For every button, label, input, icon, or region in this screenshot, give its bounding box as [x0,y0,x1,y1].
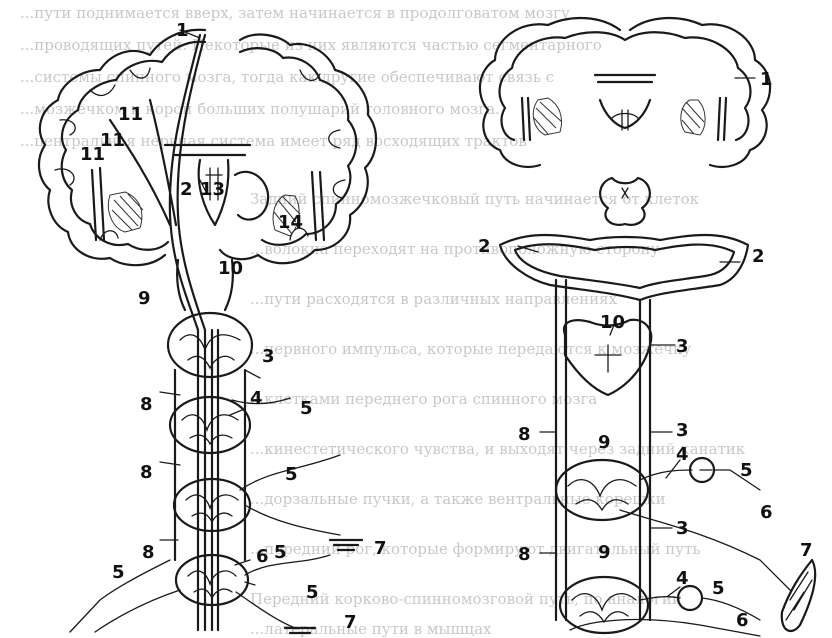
label-6: 6 [256,546,269,567]
left-muscle-7a [330,540,362,550]
right-figure: 1 2 2 10 3 8 9 3 4 5 6 3 8 9 4 5 7 6 [478,18,815,636]
right-muscle [782,560,815,631]
label-7: 7 [800,540,813,561]
label-8: 8 [140,394,153,415]
right-leader-lines [518,78,755,596]
label-3: 3 [676,336,689,357]
label-5: 5 [740,460,753,481]
right-midbrain [600,178,650,225]
label-5: 5 [712,578,725,599]
label-4: 4 [676,444,689,465]
label-9: 9 [138,288,151,309]
label-6: 6 [760,502,773,523]
label-9: 9 [598,432,611,453]
label-2: 2 [752,246,765,267]
label-13: 13 [200,179,225,200]
label-6: 6 [736,610,749,631]
label-2: 2 [478,236,491,257]
label-5: 5 [300,398,313,419]
label-1: 1 [176,20,189,41]
label-3: 3 [676,420,689,441]
left-capsule-left [92,168,104,240]
right-ganglion-lower [678,586,702,610]
label-10: 10 [218,258,243,279]
right-basal-nuclei-right [681,100,705,135]
label-3: 3 [676,518,689,539]
label-5: 5 [112,562,125,583]
label-2: 2 [180,179,193,200]
label-4: 4 [676,568,689,589]
label-7: 7 [344,612,357,633]
right-brain-inner [595,75,655,128]
right-medulla-detail [595,345,621,372]
right-basal-nuclei-left [533,98,562,135]
label-11: 11 [80,144,105,165]
label-11: 11 [118,104,143,125]
label-5: 5 [285,464,298,485]
left-thalamus-right-lobe [235,172,268,220]
right-brain-section [480,18,770,167]
label-8: 8 [518,544,531,565]
label-1: 1 [760,69,773,90]
label-14: 14 [278,212,303,233]
left-figure: 1 11 11 11 2 13 14 10 9 3 8 4 5 8 5 8 6 … [39,20,387,633]
label-8: 8 [518,424,531,445]
left-basal-nuclei-left [108,192,143,232]
label-9: 9 [598,542,611,563]
right-cerebellar-band-inner [515,244,734,288]
left-muscle-7b [285,628,315,633]
label-3: 3 [262,346,275,367]
left-spinal-segments [168,313,252,605]
label-10: 10 [600,312,625,333]
label-4: 4 [250,388,263,409]
right-midbrain-detail [622,188,628,198]
label-5: 5 [274,542,287,563]
label-8: 8 [142,542,155,563]
label-8: 8 [140,462,153,483]
label-5: 5 [306,582,319,603]
label-7: 7 [374,538,387,559]
